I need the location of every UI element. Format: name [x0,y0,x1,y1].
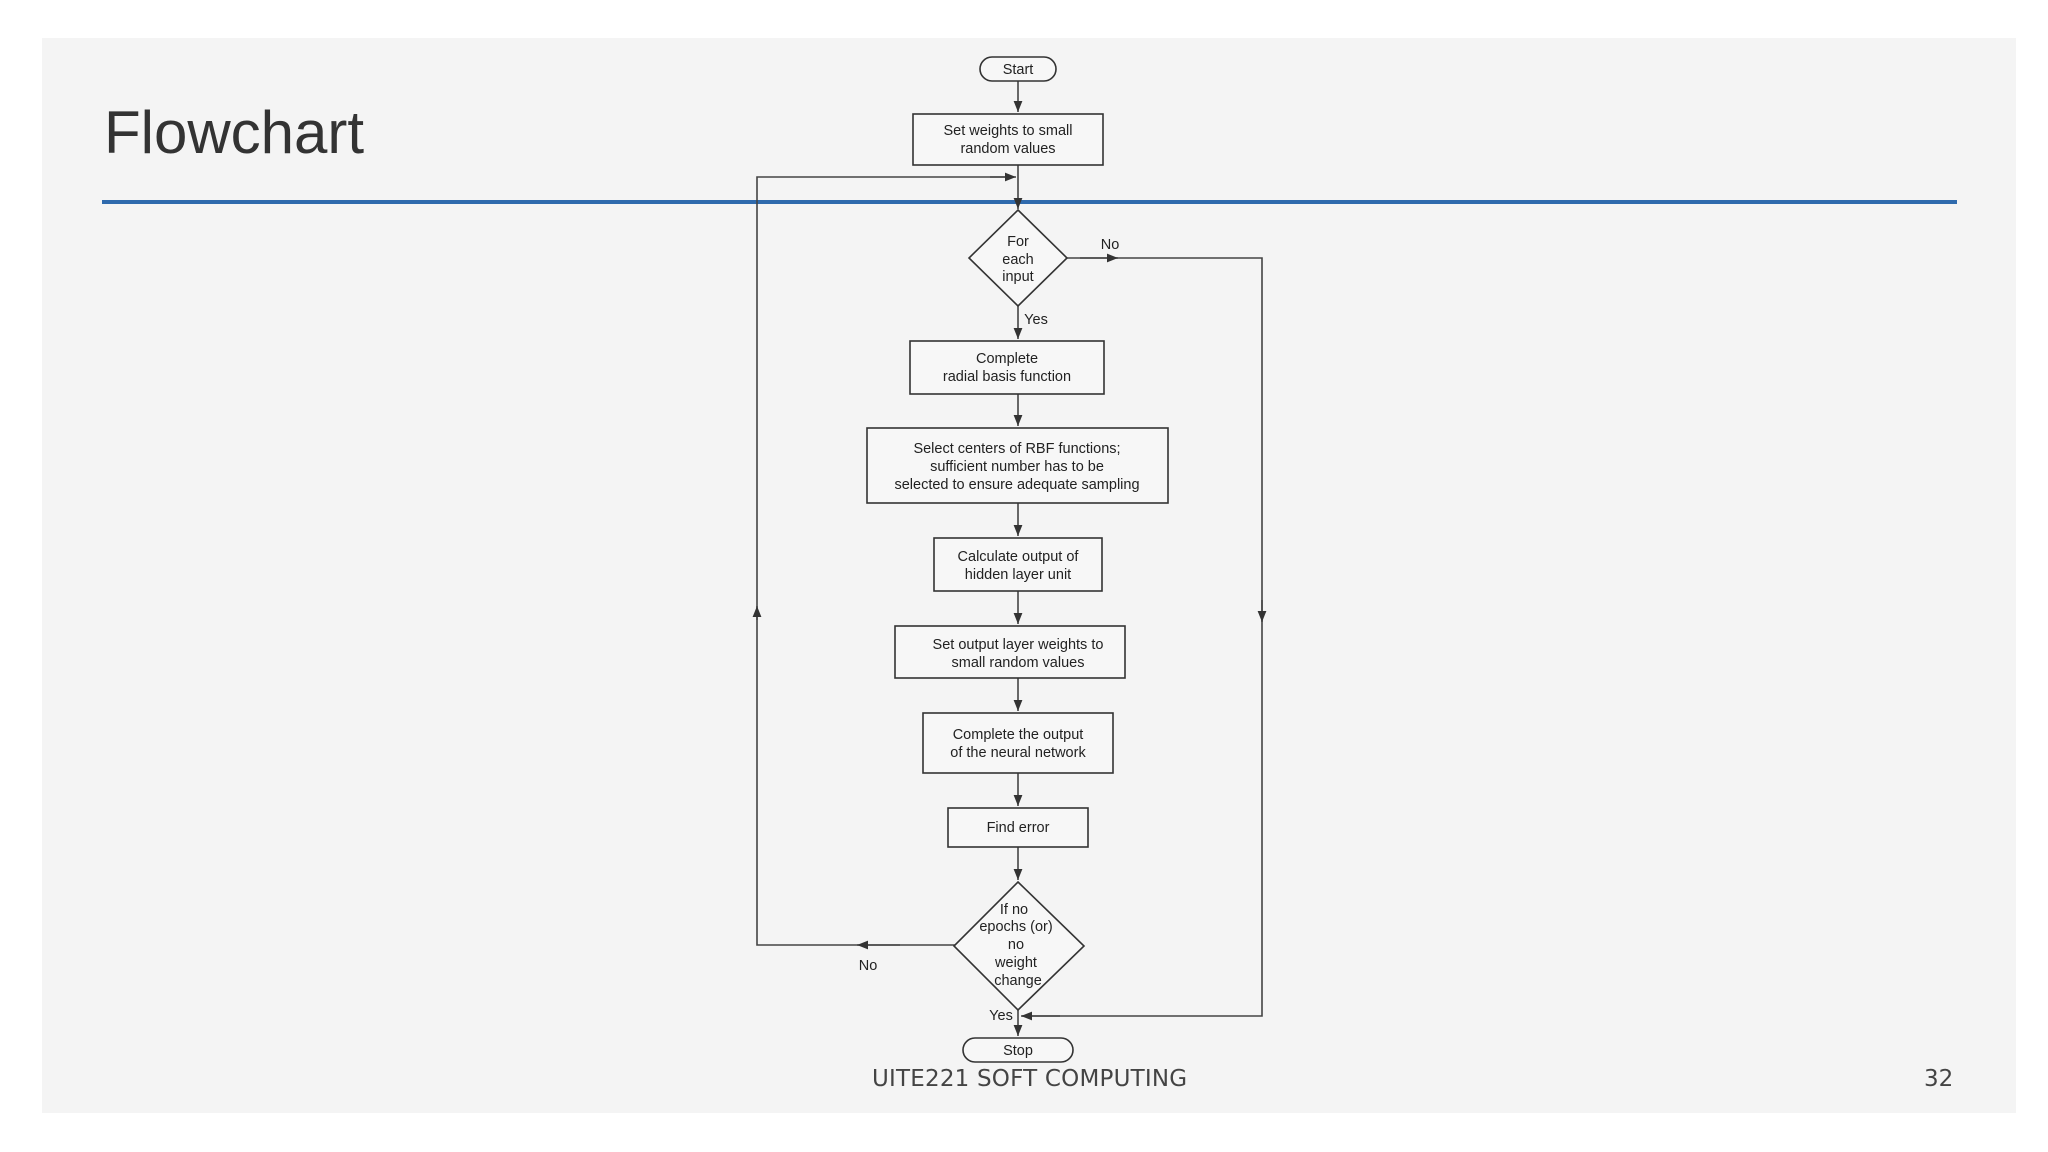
calc-hidden-box: Calculate output of hidden layer unit [933,537,1103,592]
slide-footer: UITE221 SOFT COMPUTING [872,1066,1188,1092]
connector-foreach-no-bypass [1022,257,1263,1017]
set-output-weights-box: Set output layer weights to small random… [894,625,1126,679]
set-weights-line-2: random values [960,141,1055,157]
condition-line-1: If no [1000,902,1028,918]
start-label: Start [1003,62,1034,78]
select-centers-line-3: selected to ensure adequate sampling [894,477,1139,493]
stop-terminal: Stop [962,1037,1074,1063]
calc-hidden-line-2: hidden layer unit [965,567,1071,583]
complete-rbf-line-2: radial basis function [943,369,1071,385]
foreach-line-2: each [1002,252,1033,268]
select-centers-box: Select centers of RBF functions; suffici… [866,427,1169,504]
complete-output-box: Complete the output of the neural networ… [922,712,1114,774]
condition-no-label: No [859,958,878,974]
condition-line-5: change [994,973,1042,989]
start-terminal: Start [979,56,1057,82]
set-output-weights-line-1: Set output layer weights to [933,637,1104,653]
complete-rbf-line-1: Complete [976,351,1038,367]
foreach-line-1: For [1007,234,1029,250]
select-centers-line-1: Select centers of RBF functions; [913,441,1120,457]
stop-label: Stop [1003,1043,1033,1059]
slide-title: Flowchart [104,99,365,166]
set-weights-box: Set weights to small random values [912,113,1104,166]
set-output-weights-line-2: small random values [952,655,1085,671]
foreach-line-3: input [1002,269,1033,285]
foreach-yes-label: Yes [1024,312,1048,328]
complete-output-line-1: Complete the output [953,727,1084,743]
page-number: 32 [1924,1066,1954,1092]
complete-rbf-box: Complete radial basis function [909,340,1105,395]
for-each-input-decision: For each input [967,208,1069,308]
condition-line-3: no [1008,937,1024,953]
condition-line-2: epochs (or) [979,919,1052,935]
condition-yes-label: Yes [989,1008,1013,1024]
stop-condition-decision: If no epochs (or) no weight change [952,880,1086,1012]
connector-condition-no-loop [756,176,1012,946]
condition-line-4: weight [994,955,1037,971]
complete-output-line-2: of the neural network [950,745,1086,761]
find-error-box: Find error [947,807,1089,848]
title-underline [102,200,1957,204]
foreach-no-label: No [1101,237,1120,253]
select-centers-line-2: sufficient number has to be [930,459,1104,475]
find-error-label: Find error [987,820,1050,836]
calc-hidden-line-1: Calculate output of [958,549,1080,565]
set-weights-line-1: Set weights to small [944,123,1073,139]
